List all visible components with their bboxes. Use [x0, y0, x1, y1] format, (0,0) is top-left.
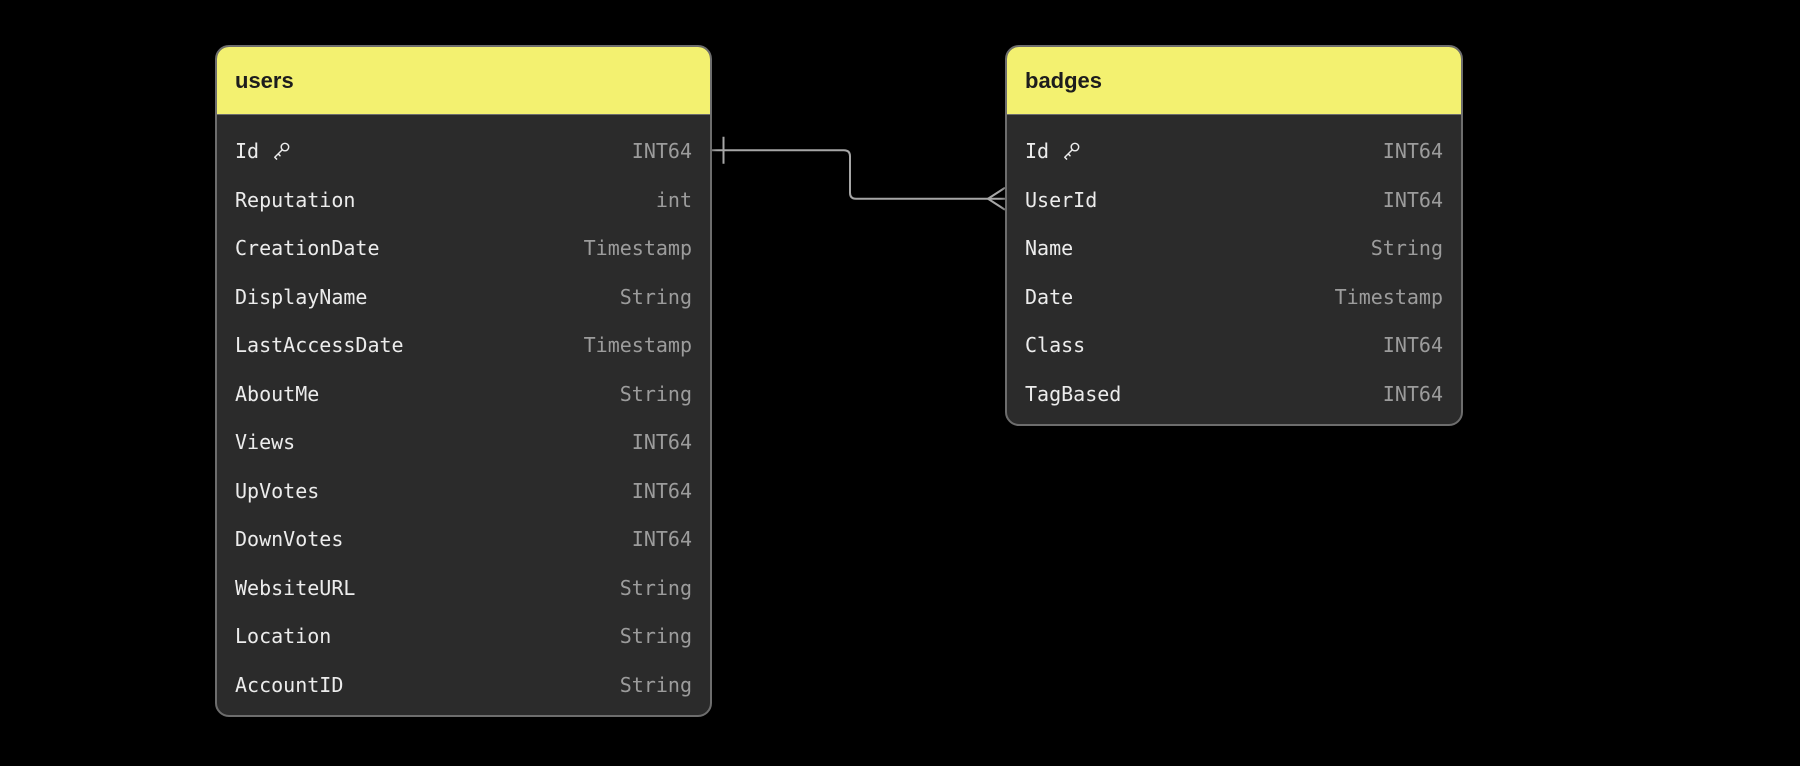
table-row[interactable]: LastAccessDate Timestamp	[217, 321, 710, 370]
field-name: Id	[235, 139, 260, 164]
table-row[interactable]: Reputation int	[217, 176, 710, 225]
table-row[interactable]: WebsiteURL String	[217, 564, 710, 613]
table-row[interactable]: Id INT64	[1007, 127, 1461, 176]
field-name: AboutMe	[235, 381, 320, 406]
table-row[interactable]: Location String	[217, 612, 710, 661]
table-row[interactable]: TagBased INT64	[1007, 370, 1461, 419]
field-name: WebsiteURL	[235, 575, 356, 600]
cardinality-many-marker	[987, 186, 1006, 211]
table-body: Id INT64 UserId INT64 Name	[1007, 115, 1461, 424]
field-type: INT64	[1382, 187, 1443, 212]
field-type: INT64	[631, 430, 692, 455]
field-type: INT64	[1382, 381, 1443, 406]
field-type: String	[1370, 236, 1443, 261]
field-type: INT64	[1382, 139, 1443, 164]
field-name: Class	[1025, 333, 1086, 358]
field-type: INT64	[1382, 333, 1443, 358]
field-name: Date	[1025, 284, 1074, 309]
field-name: Location	[235, 624, 332, 649]
field-name: UserId	[1025, 187, 1098, 212]
field-type: INT64	[631, 527, 692, 552]
table-row[interactable]: Views INT64	[217, 418, 710, 467]
field-name: DownVotes	[235, 527, 344, 552]
field-type: String	[619, 575, 692, 600]
field-name: CreationDate	[235, 236, 380, 261]
table-row[interactable]: DownVotes INT64	[217, 515, 710, 564]
table-row[interactable]: Name String	[1007, 224, 1461, 273]
field-name: Views	[235, 430, 296, 455]
field-name: DisplayName	[235, 284, 368, 309]
table-row[interactable]: UserId INT64	[1007, 176, 1461, 225]
field-type: String	[619, 624, 692, 649]
table-row[interactable]: Date Timestamp	[1007, 273, 1461, 322]
table-card-users[interactable]: users Id INT64 Reputation int	[215, 45, 712, 717]
field-name: TagBased	[1025, 381, 1122, 406]
table-row[interactable]: DisplayName String	[217, 273, 710, 322]
field-type: Timestamp	[1334, 284, 1443, 309]
table-row[interactable]: Class INT64	[1007, 321, 1461, 370]
key-icon	[1060, 140, 1082, 162]
field-name: UpVotes	[235, 478, 320, 503]
field-name: Name	[1025, 236, 1074, 261]
relationship-line[interactable]	[712, 136, 1006, 211]
field-type: Timestamp	[583, 236, 692, 261]
table-row[interactable]: AboutMe String	[217, 370, 710, 419]
field-type: Timestamp	[583, 333, 692, 358]
field-name: Id	[1025, 139, 1050, 164]
table-card-badges[interactable]: badges Id INT64 UserId INT64	[1005, 45, 1463, 426]
field-name: AccountID	[235, 672, 344, 697]
table-header-badges[interactable]: badges	[1007, 47, 1461, 115]
table-header-users[interactable]: users	[217, 47, 710, 115]
table-title: badges	[1025, 67, 1103, 93]
field-type: String	[619, 381, 692, 406]
table-row[interactable]: CreationDate Timestamp	[217, 224, 710, 273]
table-row[interactable]: AccountID String	[217, 661, 710, 710]
field-type: int	[655, 187, 692, 212]
table-title: users	[235, 67, 294, 93]
table-body: Id INT64 Reputation int CreationDate	[217, 115, 710, 715]
field-name: LastAccessDate	[235, 333, 404, 358]
table-row[interactable]: Id INT64	[217, 127, 710, 176]
field-type: String	[619, 284, 692, 309]
field-type: INT64	[631, 478, 692, 503]
key-icon	[270, 140, 292, 162]
field-type: INT64	[631, 139, 692, 164]
field-type: String	[619, 672, 692, 697]
table-row[interactable]: UpVotes INT64	[217, 467, 710, 516]
field-name: Reputation	[235, 187, 356, 212]
